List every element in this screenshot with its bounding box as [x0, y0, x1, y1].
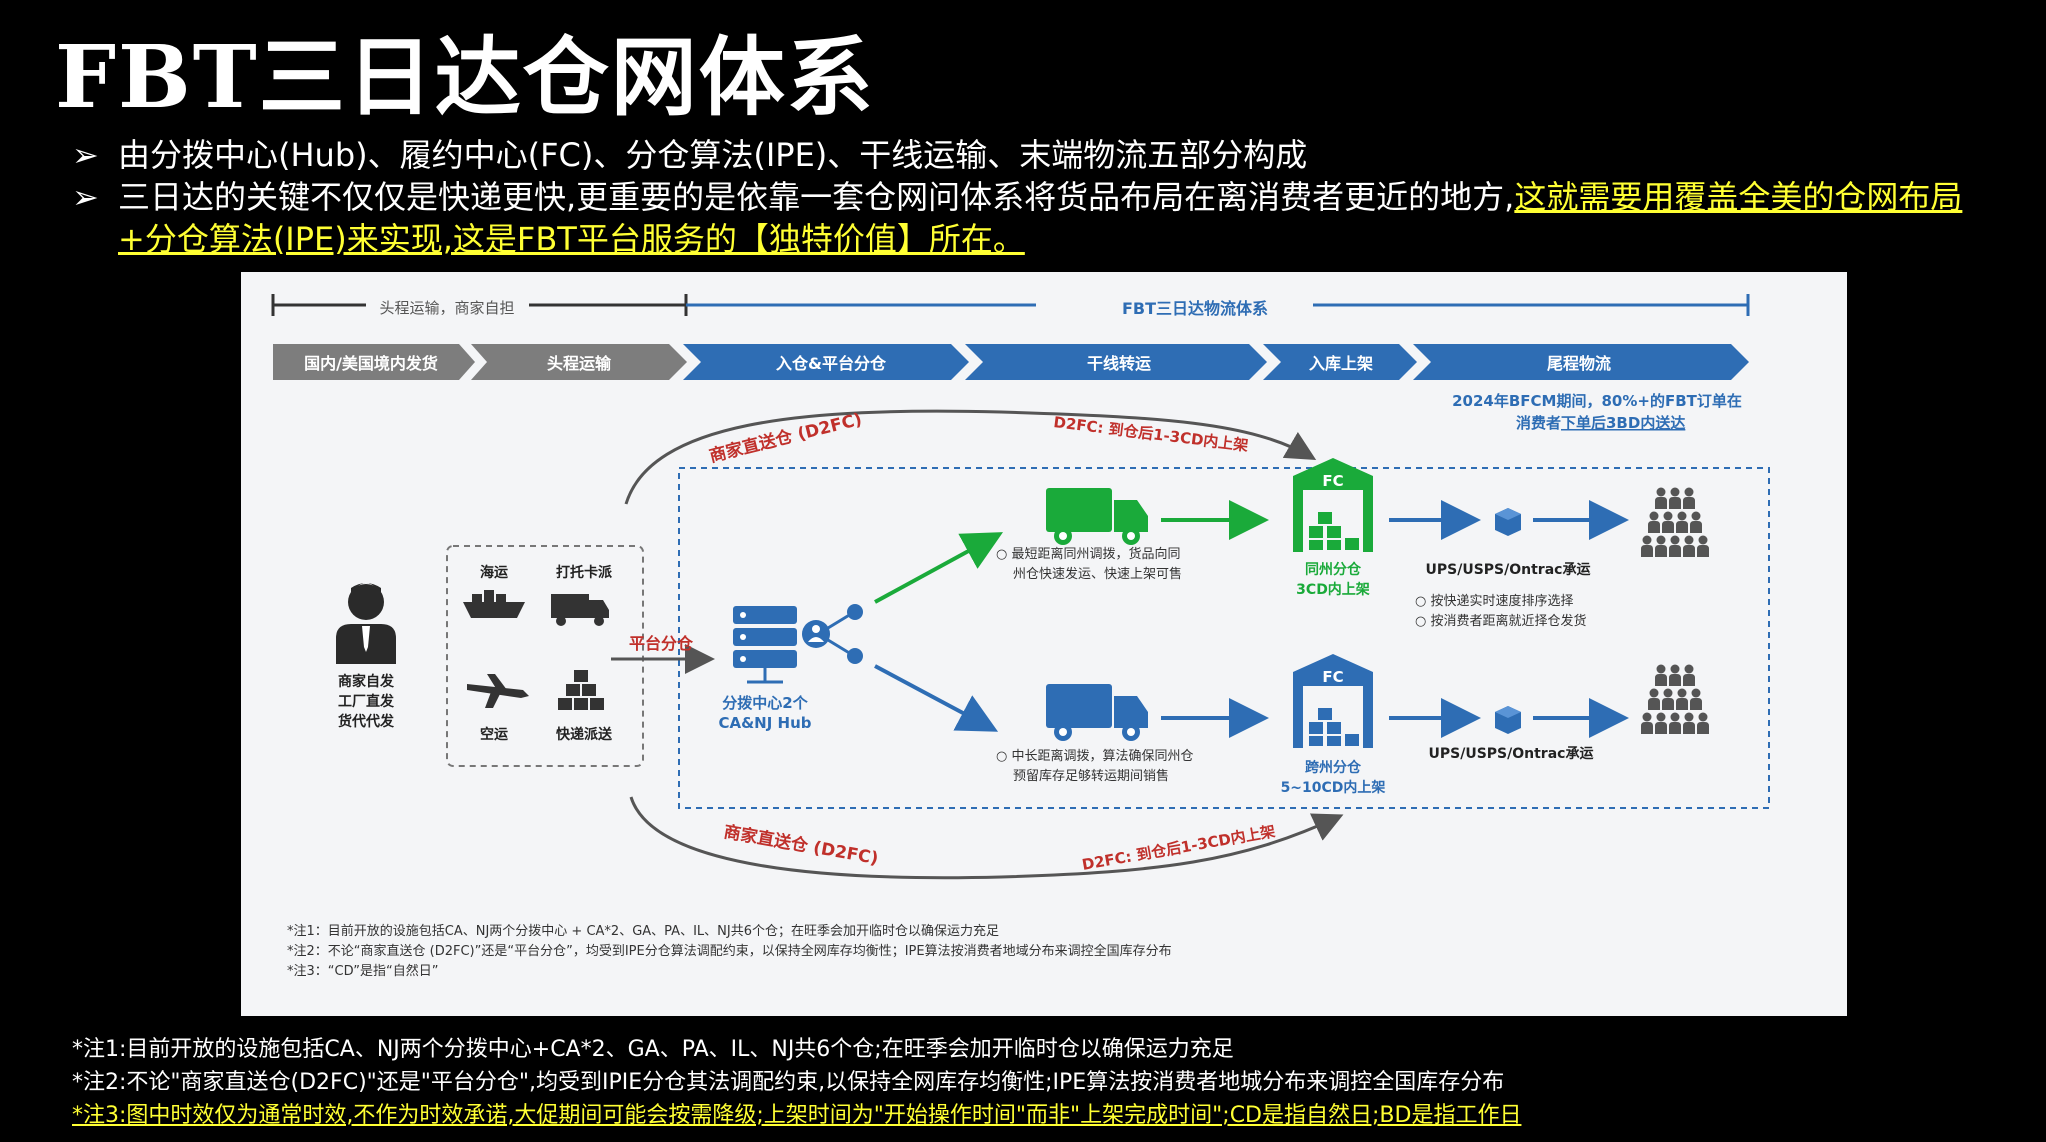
- fc-warehouse-icon: [1293, 458, 1373, 552]
- d2fc-bottom-arc: [629, 796, 1344, 880]
- stage-label: 国内/美国境内发货: [304, 354, 438, 373]
- fc-warehouse-icon: [1293, 654, 1373, 748]
- seller-label: 工厂直发: [338, 693, 395, 710]
- fc-cross-label: 5~10CD内上架: [1281, 779, 1386, 796]
- transport-modes-box: [446, 545, 644, 767]
- stage-label: 干线转运: [1087, 354, 1151, 373]
- diagram-note: *注3：“CD”是指“自然日”: [287, 963, 438, 979]
- fc-same-label: 3CD内上架: [1296, 581, 1370, 598]
- stage-label: 头程运输: [547, 354, 612, 373]
- bullet-item: ➢ 由分拨中心(Hub)、履约中心(FC)、分仓算法(IPE)、干线运输、末端物…: [72, 134, 2012, 176]
- bullet-highlight: 这就需要用覆盖全美的仓网布局+分仓算法(IPE)来实现,这是FBT平台服务的【独…: [118, 178, 1963, 258]
- footnote-highlight: *注3:图中时效仅为通常时效,不作为时效承诺,大促期间可能会按需降级;上架时间为…: [72, 1103, 1522, 1128]
- stage-chevron: [683, 344, 969, 380]
- diagram-note: *注1：目前开放的设施包括CA、NJ两个分拨中心 + CA*2、GA、PA、IL…: [287, 923, 999, 939]
- ship-icon: [463, 590, 525, 618]
- parcels-icon: [558, 670, 604, 710]
- bfcm-note-emphasis: 下单后3BD内送达: [1561, 414, 1685, 432]
- fc-label: FC: [1322, 472, 1343, 490]
- page-title: FBT三日达仓网体系: [55, 27, 875, 128]
- near-route-arrow: [874, 532, 1004, 604]
- stage-chevron: [1413, 344, 1749, 380]
- bullet-text: 三日达的关键不仅仅是快递更快,更重要的是依靠一套仓网问体系将货品布局在离消费者更…: [118, 178, 1515, 216]
- footnotes: *注1:目前开放的设施包括CA、NJ两个分拨中心+CA*2、GA、PA、IL、N…: [72, 1033, 1521, 1132]
- fc-label: FC: [1322, 668, 1343, 686]
- bfcm-note: 2024年BFCM期间，80%+的FBT订单在: [1452, 392, 1742, 410]
- stage-chevron: [273, 344, 475, 380]
- bullet-item: ➢ 三日达的关键不仅仅是快递更快,更重要的是依靠一套仓网问体系将货品布局在离消费…: [72, 176, 2012, 260]
- mode-label: 快递派送: [556, 726, 613, 743]
- carrier-note: ○ 按快递实时速度排序选择: [1415, 593, 1573, 609]
- truck-icon: [551, 594, 609, 626]
- bullet-list: ➢ 由分拨中心(Hub)、履约中心(FC)、分仓算法(IPE)、干线运输、末端物…: [72, 134, 2012, 260]
- section-fbt-label: FBT三日达物流体系: [1122, 299, 1268, 318]
- near-route-note: ○ 最短距离同州调拨，货品向同: [996, 546, 1180, 562]
- fc-same-label: 同州分仓: [1305, 561, 1362, 578]
- hub-server-icon: [733, 604, 863, 684]
- parcel-icon: [1495, 508, 1521, 536]
- blue-truck-icon: [1046, 684, 1148, 741]
- d2fc-top-arc: [624, 409, 1317, 505]
- carrier-label: UPS/USPS/Ontrac承运: [1429, 746, 1594, 762]
- platform-split-label: 平台分仓: [629, 634, 694, 653]
- footnote: *注1:目前开放的设施包括CA、NJ两个分拨中心+CA*2、GA、PA、IL、N…: [72, 1037, 1234, 1062]
- stage-label: 入库上架: [1309, 354, 1373, 373]
- footnote: *注2:不论"商家直送仓(D2FC)"还是"平台分仓",均受到IPIE分仓其法调…: [72, 1070, 1505, 1095]
- stage-chevron: [471, 344, 687, 380]
- green-truck-icon: [1046, 488, 1148, 545]
- consumers-icon: [1641, 488, 1709, 558]
- fc-cross-label: 跨州分仓: [1305, 759, 1362, 776]
- diagram-note: *注2：不论“商家直送仓 (D2FC)”还是“平台分仓”，均受到IPE分仓算法调…: [287, 943, 1172, 959]
- seller-icon: [336, 583, 396, 664]
- seller-label: 商家自发: [338, 673, 395, 690]
- bfcm-note: 消费者: [1516, 414, 1561, 432]
- plane-icon: [467, 674, 529, 708]
- mode-label: 打托卡派: [556, 564, 613, 581]
- logistics-diagram: 头程运输，商家自担 FBT三日达物流体系 国内/美国境内发货 头程运输 入仓&平…: [241, 272, 1847, 1016]
- section-head-label: 头程运输，商家自担: [379, 299, 514, 317]
- far-route-note: 预留库存足够转运期间销售: [1013, 768, 1169, 784]
- seller-label: 货代代发: [337, 713, 395, 730]
- mode-label: 海运: [480, 564, 508, 581]
- hub-label: 分拨中心2个: [722, 694, 808, 712]
- timeline: 头程运输，商家自担 FBT三日达物流体系: [271, 294, 1750, 318]
- carrier-label: UPS/USPS/Ontrac承运: [1426, 562, 1591, 578]
- stage-label: 入仓&平台分仓: [776, 354, 887, 373]
- far-route-arrow: [874, 664, 999, 732]
- fbt-system-frame: [678, 467, 1770, 809]
- arrow-bullet-icon: ➢: [72, 178, 99, 216]
- bullet-text: 由分拨中心(Hub)、履约中心(FC)、分仓算法(IPE)、干线运输、末端物流五…: [118, 136, 1308, 174]
- stage-label: 尾程物流: [1547, 354, 1611, 373]
- stage-chevron: [965, 344, 1267, 380]
- far-route-note: ○ 中长距离调拨，算法确保同州仓: [996, 748, 1193, 764]
- stage-chevron: [1263, 344, 1417, 380]
- consumers-icon: [1641, 665, 1709, 735]
- near-route-note: 州仓快速发运、快速上架可售: [1013, 566, 1182, 582]
- hub-label: CA&NJ Hub: [718, 714, 811, 732]
- stage-bar: 国内/美国境内发货 头程运输 入仓&平台分仓 干线转运 入库上架 尾程物流: [273, 344, 1749, 380]
- mode-label: 空运: [480, 726, 508, 743]
- d2fc-top-label: 商家直送仓 (D2FC): [707, 409, 864, 467]
- arrow-bullet-icon: ➢: [72, 136, 99, 174]
- parcel-icon: [1495, 706, 1521, 734]
- d2fc-bottom-note: D2FC: 到仓后1-3CD内上架: [1081, 822, 1277, 874]
- carrier-note: ○ 按消费者距离就近择仓发货: [1415, 613, 1586, 629]
